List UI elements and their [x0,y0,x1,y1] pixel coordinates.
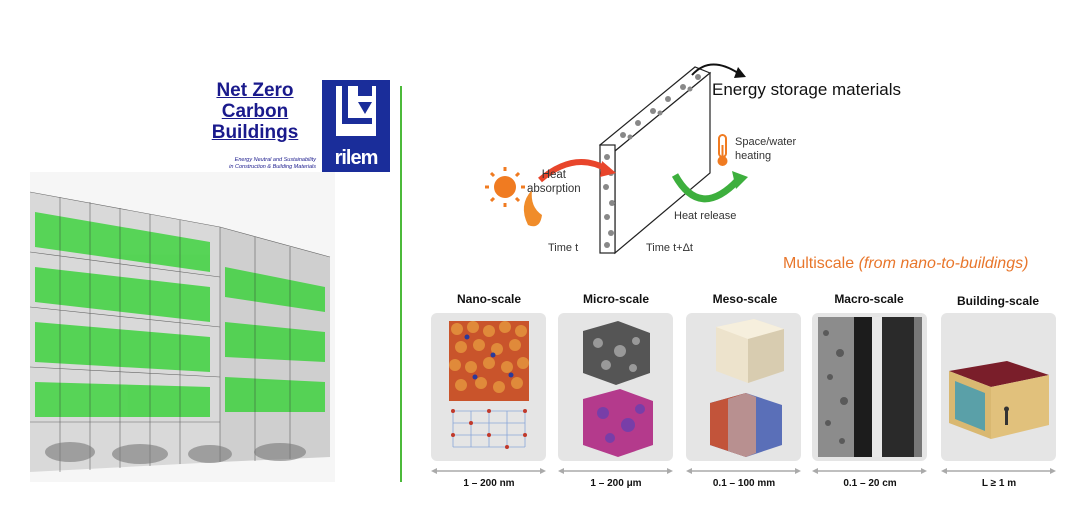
scale-title-micro: Micro-scale [582,292,650,306]
title-line-2[interactable]: Carbon [221,101,289,122]
thermometer-icon [717,134,728,166]
building-sketch-image [30,172,335,482]
range-arrow-building [941,468,1056,474]
logo-text: rilem [334,147,379,169]
macro-scale-image [812,313,927,461]
flame-icon [523,190,542,227]
rilem-logo: rilem [322,80,390,172]
range-building: L ≥ 1 m [981,478,1017,489]
scale-title-nano: Nano-scale [456,292,522,306]
heat-absorption-line-2: absorption [527,183,581,195]
space-heating-line-1: Space/water [735,136,797,148]
range-nano: 1 – 200 nm [463,478,515,489]
subtitle-line-2: in Construction & Building Materials [229,164,316,170]
scale-title-meso: Meso-scale [712,292,778,306]
heat-release-label: Heat release [674,210,737,222]
heat-absorption-label: Heat absorption [527,168,581,196]
range-arrow-meso [686,468,801,474]
time-t-label: Time t [548,242,579,254]
space-heating-line-2: heating [735,150,772,162]
energy-storage-diagram [485,63,748,255]
space-heating-label: Space/water heating [735,135,796,163]
multiscale-text: Multiscale [783,255,859,272]
wall-front-face [599,144,616,254]
scale-title-macro: Macro-scale [834,292,904,306]
heat-release-arrow [671,173,741,203]
title-subtitle: Energy Neutral and Sustainability in Con… [196,157,316,171]
time-tdt-label: Time t+Δt [646,242,693,254]
subtitle-line-1: Energy Neutral and Sustainability [234,157,316,163]
title-line-1[interactable]: Net Zero [216,80,294,101]
building-scale-image [941,313,1056,461]
range-meso: 0.1 – 100 mm [712,478,776,489]
range-macro: 0.1 – 20 cm [843,478,897,489]
range-arrow-nano [431,468,546,474]
storage-arrow [691,63,739,76]
multiscale-italic-text: (from nano-to-buildings) [858,255,1029,272]
range-arrow-micro [558,468,673,474]
logo-mark-icon [336,86,376,136]
multiscale-label: Multiscale (from nano-to-buildings) [783,255,1028,273]
meso-scale-image [686,313,801,461]
micro-scale-image [558,313,673,461]
section-divider [400,86,402,482]
range-arrow-macro [812,468,927,474]
title-line-3[interactable]: Buildings [211,122,299,143]
title-block: Net Zero Carbon Buildings [200,80,310,143]
scale-title-building: Building-scale [956,294,1039,308]
sun-icon [485,167,525,207]
nano-scale-image [431,313,546,461]
range-micro: 1 – 200 μm [590,478,642,489]
energy-storage-title: Energy storage materials [712,80,901,99]
heat-absorption-line-1: Heat [541,169,566,181]
